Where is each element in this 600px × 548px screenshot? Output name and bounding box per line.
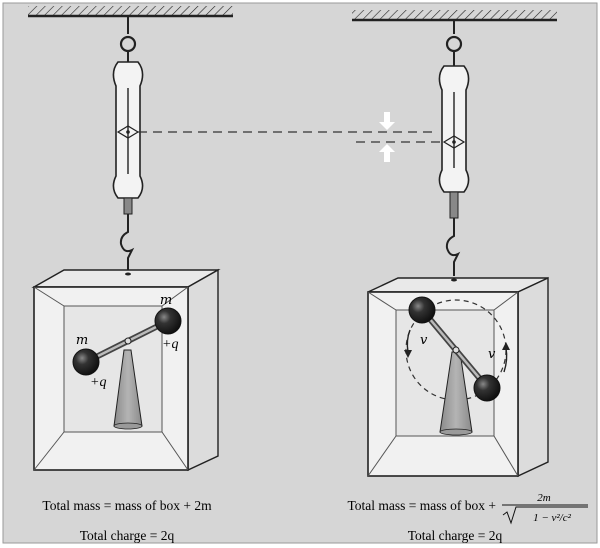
label-velocity-left: v	[420, 333, 428, 348]
hook-icon	[119, 214, 135, 270]
left-caption-charge: Total charge = 2q	[80, 528, 175, 543]
sphere-top-left	[408, 296, 436, 324]
right-caption-charge: Total charge = 2q	[408, 528, 503, 543]
right-caption-mass-prefix: Total mass = mass of box +	[347, 498, 496, 513]
hook-icon	[445, 218, 461, 276]
label-charge-bottom: +q	[90, 375, 106, 390]
label-mass-bottom: m	[76, 333, 88, 348]
box-side	[517, 276, 549, 478]
label-mass-top: m	[160, 293, 172, 308]
ceiling-hatch-icon	[352, 10, 557, 20]
scale-reading-comparison	[138, 112, 444, 162]
box-side	[187, 268, 219, 472]
right-apparatus: v v	[352, 10, 557, 478]
label-velocity-right: v	[488, 347, 496, 362]
velocity-arrow-right-icon	[503, 347, 508, 373]
captions: Total mass = mass of box + 2m Total char…	[42, 492, 588, 543]
left-apparatus: m +q m +q	[28, 6, 233, 472]
spring-scale-icon	[112, 61, 144, 215]
sqrt-sign-icon	[502, 506, 588, 525]
spring-scale-icon	[438, 65, 470, 219]
left-caption-mass: Total mass = mass of box + 2m	[42, 498, 212, 513]
right-caption-denominator: 1 − v²/c²	[533, 512, 572, 524]
right-caption-numerator: 2m	[537, 492, 551, 504]
label-charge-top: +q	[162, 337, 178, 352]
ceiling-hatch-icon	[28, 6, 233, 16]
arrow-down-icon	[379, 112, 395, 130]
box-top	[31, 269, 221, 288]
sphere-bottom-right	[473, 374, 501, 402]
arrow-up-icon	[379, 144, 395, 162]
sphere-top-right	[154, 307, 182, 335]
sphere-bottom-left	[72, 348, 100, 376]
